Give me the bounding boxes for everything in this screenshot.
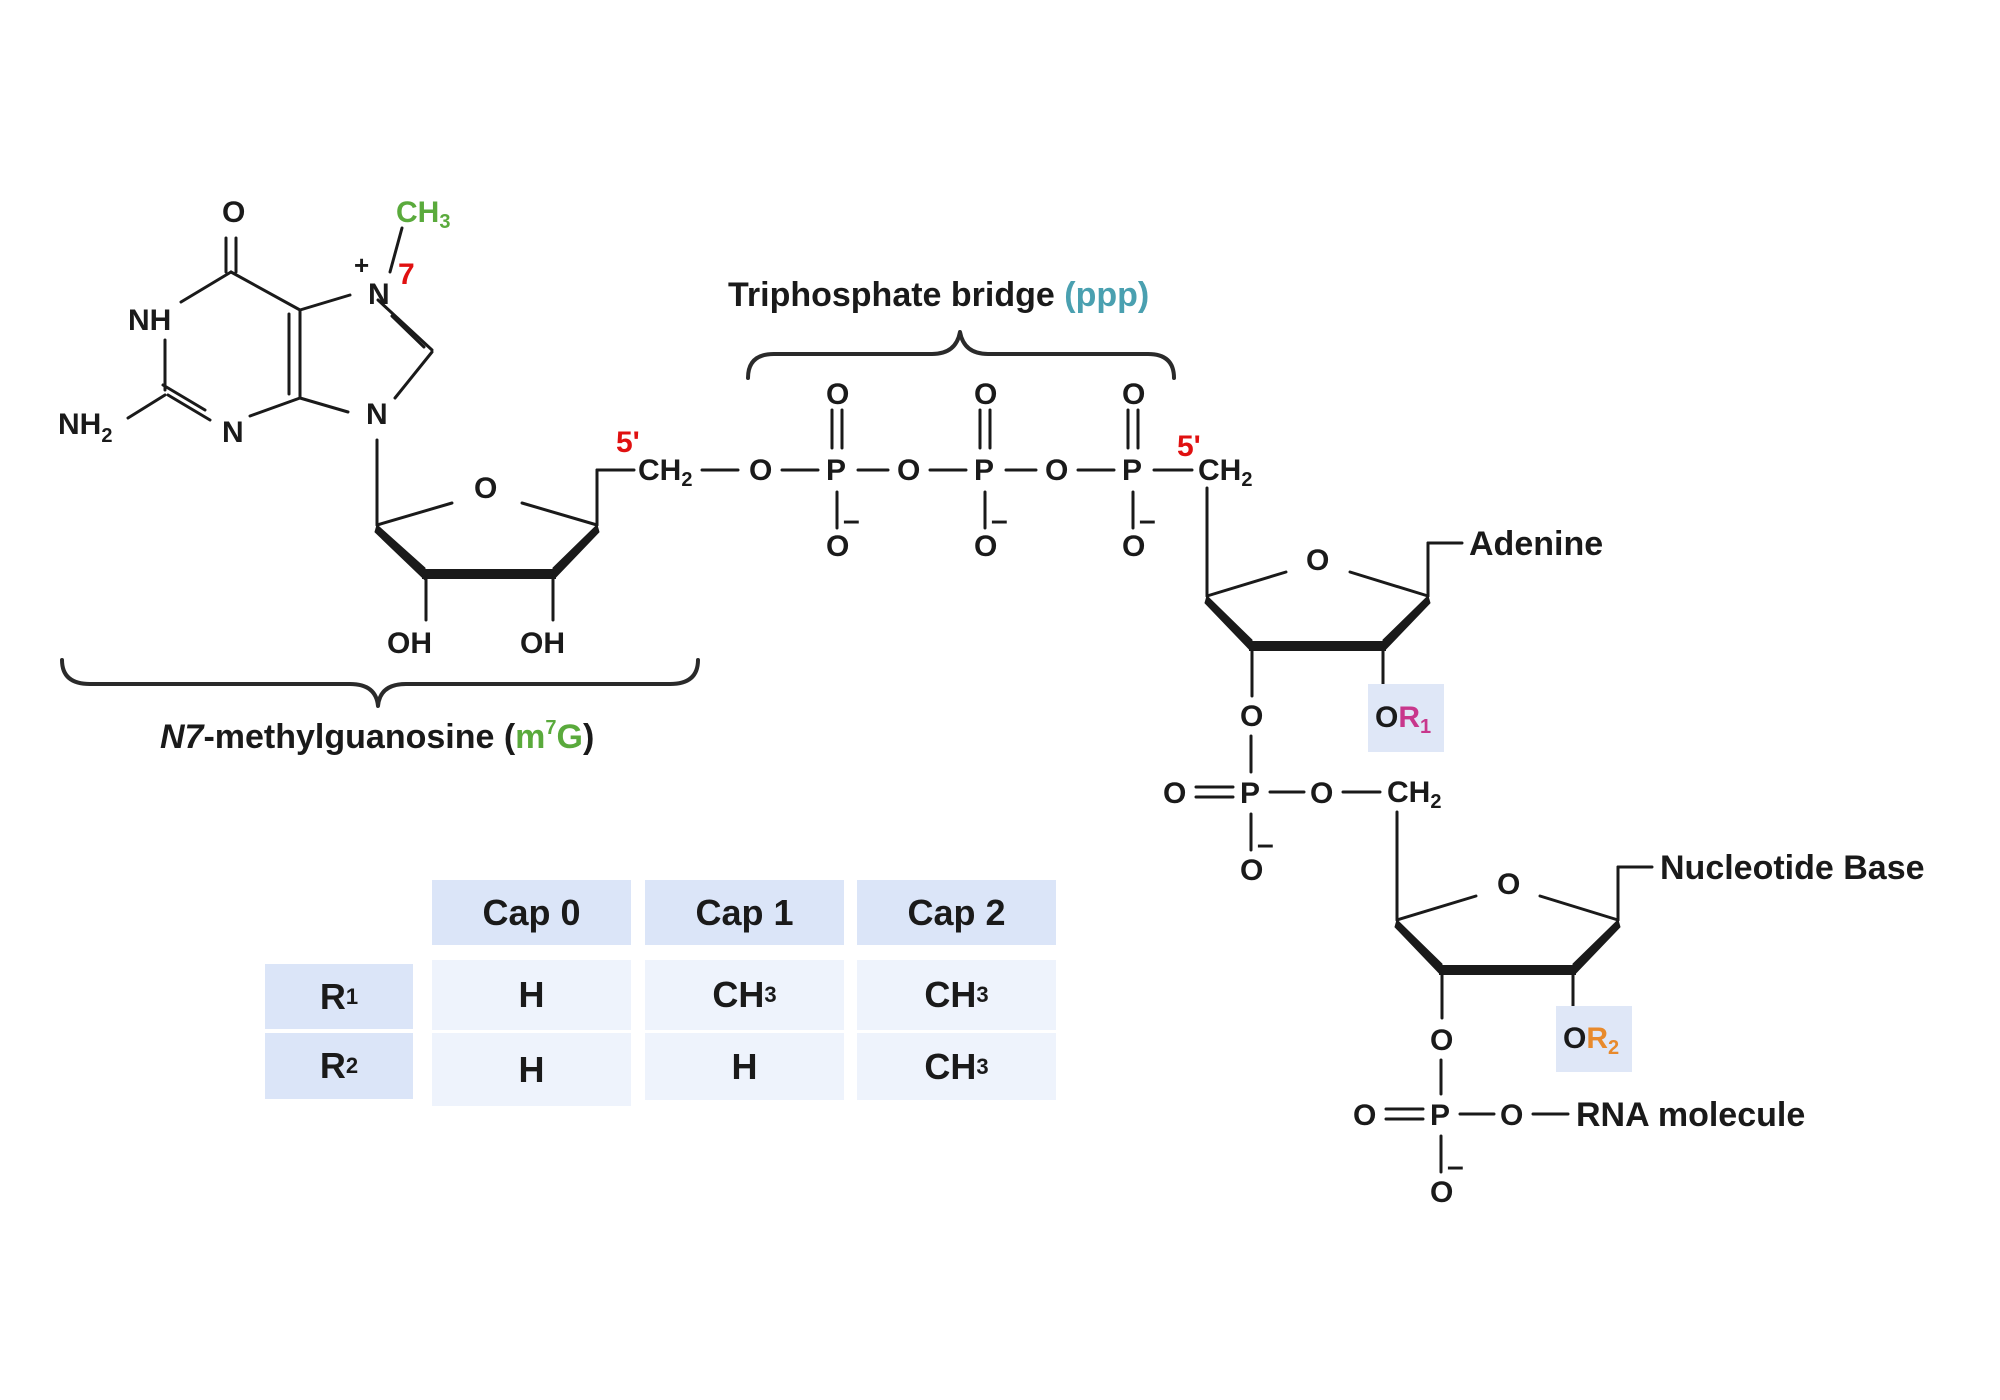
phosphodiester-2: P O O RNA molecule O – <box>1353 1058 1805 1209</box>
phosphodiester-1-bridge-o-label: O <box>1310 777 1333 810</box>
position-seven-label: 7 <box>398 258 415 291</box>
adenosine-ch2-label: CH2 <box>1198 454 1252 491</box>
phosphodiester-2-p-label: P <box>1430 1099 1450 1132</box>
phosphate-2-minus-label: – <box>991 504 1008 537</box>
phosphodiester-1-oxide-label: O <box>1240 854 1263 887</box>
adenosine-ring-o-label: O <box>1306 544 1329 577</box>
adenosine-or1-label: OR1 <box>1375 701 1431 738</box>
phosphodiester-1: P O O CH2 O – <box>1163 734 1441 887</box>
phosphate-2-p-label: P <box>974 454 994 487</box>
guanosine-five-prime-label: 5' <box>616 426 640 459</box>
adenine-label: Adenine <box>1469 525 1603 563</box>
adenosine-3-o-label: O <box>1240 700 1263 733</box>
n3-label: N <box>222 416 244 449</box>
positive-charge-label: + <box>354 250 369 280</box>
adenosine-five-prime-label: 5' <box>1177 430 1201 463</box>
guanine-base <box>126 226 434 527</box>
n7-methyl-label: CH3 <box>396 196 450 233</box>
phosphate-1-oxide-label: O <box>826 530 849 563</box>
phosphodiester-2-oxide-label: O <box>1430 1176 1453 1209</box>
ribose-3-oh-label: OH <box>520 627 565 660</box>
guanosine-ribose: O OH OH 5' <box>374 426 640 660</box>
phosphodiester-1-oxo-label: O <box>1163 777 1186 810</box>
phosphodiester-2-bridge-o-label: O <box>1500 1099 1523 1132</box>
phosphate-1-minus-label: – <box>843 504 860 537</box>
nucleotide-base-label: Nucleotide Base <box>1660 849 1925 887</box>
phosphate-1-oxo-label: O <box>826 378 849 411</box>
phosphate-3-minus-label: – <box>1139 504 1156 537</box>
triphosphate-chain: CH2 O P O O – O P O O – O P O O – 5' CH2 <box>638 378 1252 563</box>
table-header-cap-2: Cap 2 <box>857 880 1056 945</box>
table-header-cap-1: Cap 1 <box>645 880 844 945</box>
phosphodiester-2-minus-label: – <box>1447 1150 1464 1183</box>
triphosphate-label: Triphosphate bridge (ppp) <box>728 276 1149 314</box>
phosphodiester-1-p-label: P <box>1240 777 1260 810</box>
table-cell-r2-cap-1: H <box>645 1033 844 1100</box>
phosphate-3-oxo-label: O <box>1122 378 1145 411</box>
rna-molecule-label: RNA molecule <box>1576 1096 1805 1134</box>
m7g-label: N7-methylguanosine (m7G) <box>160 717 594 756</box>
nucleotide-2-ribose: O Nucleotide Base O OR2 <box>1394 810 1925 1072</box>
bridge-o2-label: O <box>897 454 920 487</box>
table-header-cap-0: Cap 0 <box>432 880 631 945</box>
phosphodiester-2-oxo-label: O <box>1353 1099 1376 1132</box>
guanosine-ch2-label: CH2 <box>638 454 692 491</box>
nucleotide-2-ring-o-label: O <box>1497 868 1520 901</box>
table-cell-r2-cap-0: H <box>432 1033 631 1106</box>
nucleotide-2-or2-label: OR2 <box>1563 1022 1619 1059</box>
r1-highlight-box <box>1368 684 1444 752</box>
triphosphate-brace <box>746 330 1176 380</box>
phosphate-2-oxo-label: O <box>974 378 997 411</box>
n9-label: N <box>366 398 388 431</box>
m7g-brace <box>60 658 700 708</box>
guanine-atom-labels: O NH NH2 N N N + 7 CH3 <box>58 196 450 449</box>
nucleotide-2-3-o-label: O <box>1430 1024 1453 1057</box>
phosphate-3-oxide-label: O <box>1122 530 1145 563</box>
bridge-o3-label: O <box>1045 454 1068 487</box>
table-cell-r1-cap-0: H <box>432 960 631 1030</box>
phosphate-2-oxide-label: O <box>974 530 997 563</box>
carbonyl-o-label: O <box>222 196 245 229</box>
ribose-2-oh-label: OH <box>387 627 432 660</box>
nh-label: NH <box>128 304 171 337</box>
adenosine-ribose: O Adenine O OR1 <box>1204 486 1603 752</box>
nucleotide-2-ch2-label: CH2 <box>1387 776 1441 813</box>
r2-highlight-box <box>1556 1006 1632 1072</box>
n7-label: N <box>368 278 390 311</box>
ribose-ring-o-label: O <box>474 472 497 505</box>
bridge-o1-label: O <box>749 454 772 487</box>
phosphate-3-p-label: P <box>1122 454 1142 487</box>
phosphodiester-1-minus-label: – <box>1257 828 1274 861</box>
phosphate-1-p-label: P <box>826 454 846 487</box>
amino-label: NH2 <box>58 408 112 447</box>
